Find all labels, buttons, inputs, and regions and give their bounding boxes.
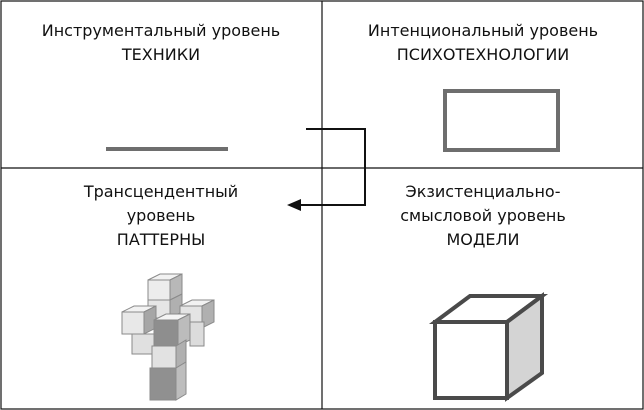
arrow-head-icon [287, 199, 301, 211]
cross-left-cube [121, 305, 157, 335]
quadrant-top-left-label: Инструментальный уровень ТЕХНИКИ [0, 19, 322, 67]
cube-front-face [433, 320, 509, 400]
cross-bottom-cube [149, 361, 187, 401]
cross-right-front-cube [189, 321, 205, 347]
rectangle-icon [443, 89, 560, 152]
bottom-left-title: Трансцендентный [83, 182, 239, 201]
cross-top-cube [147, 273, 183, 301]
cube-cross-icon [121, 273, 215, 401]
quadrant-top-right-label: Интенциональный уровень ПСИХОТЕХНОЛОГИИ [322, 19, 644, 67]
top-left-subtitle: ТЕХНИКИ [121, 45, 201, 64]
bottom-right-title: Экзистенциально- [405, 182, 561, 201]
quadrant-bottom-left-label: Трансцендентный уровень ПАТТЕРНЫ [0, 180, 322, 252]
bottom-right-line2: смысловой уровень [400, 206, 566, 225]
cube-icon [428, 292, 549, 402]
top-right-subtitle: ПСИХОТЕХНОЛОГИИ [396, 45, 570, 64]
top-left-title: Инструментальный уровень [41, 21, 281, 40]
bottom-right-subtitle: МОДЕЛИ [446, 230, 520, 249]
bottom-left-line2: уровень [126, 206, 196, 225]
transition-arrow [287, 128, 366, 211]
cross-left-front-cube [131, 333, 155, 355]
cross-center-cube [153, 313, 191, 347]
top-right-title: Интенциональный уровень [367, 21, 599, 40]
arrow-path [300, 128, 366, 206]
bottom-left-subtitle: ПАТТЕРНЫ [116, 230, 206, 249]
quadrant-bottom-right-label: Экзистенциально- смысловой уровень МОДЕЛ… [322, 180, 644, 252]
